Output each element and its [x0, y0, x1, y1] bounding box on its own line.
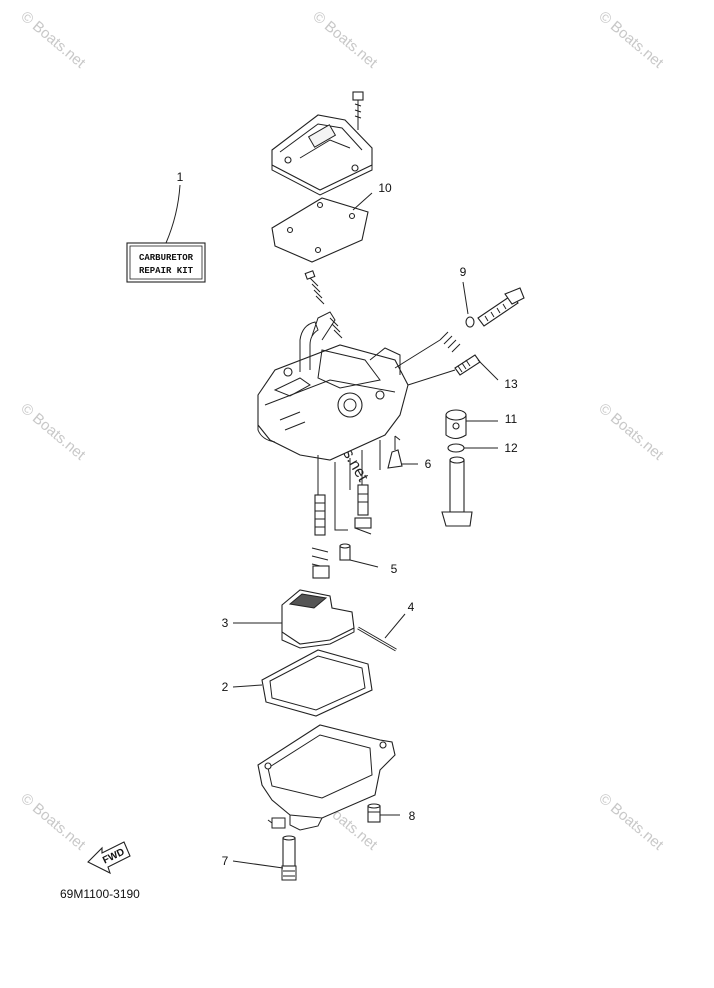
- top-cover: [271, 91, 373, 196]
- screw-5: [339, 543, 351, 561]
- callout-9[interactable]: 9: [460, 265, 469, 315]
- float-pin-4: [357, 626, 397, 652]
- watermark: © Boats.net: [595, 400, 667, 464]
- hose-fitting-13: [407, 354, 481, 386]
- callout-number: 3: [222, 616, 229, 630]
- needle-valve-6: [387, 435, 403, 469]
- callout-6[interactable]: 6: [402, 457, 432, 471]
- callout-number: 13: [504, 377, 518, 391]
- callout-4[interactable]: 4: [384, 600, 415, 639]
- callout-10[interactable]: 10: [352, 181, 392, 211]
- carburetor-repair-kit-box: CARBURETOR REPAIR KIT: [126, 242, 206, 283]
- plunger: [441, 456, 473, 527]
- gasket-10: [271, 197, 369, 263]
- callout-8[interactable]: 8: [380, 809, 416, 823]
- emulsion-tube: [311, 494, 330, 579]
- callout-number: 7: [222, 854, 229, 868]
- callout-7[interactable]: 7: [222, 854, 284, 869]
- callout-2[interactable]: 2: [222, 680, 263, 694]
- callout-number: 10: [378, 181, 392, 195]
- watermark: © Boats.net: [309, 8, 381, 72]
- kit-label-line2: REPAIR KIT: [139, 266, 194, 276]
- callout-number: 4: [408, 600, 415, 614]
- main-jet: [354, 484, 372, 535]
- callout-5[interactable]: 5: [349, 559, 398, 576]
- callout-number: 5: [391, 562, 398, 576]
- idle-screw-assembly: [394, 287, 525, 369]
- screw-8: [367, 803, 381, 823]
- watermark: © Boats.net: [17, 400, 89, 464]
- callout-number: 6: [425, 457, 432, 471]
- callout-3[interactable]: 3: [222, 616, 282, 630]
- watermark: © Boats.net: [595, 790, 667, 854]
- callout-12[interactable]: 12: [464, 441, 518, 455]
- cap-11: [445, 409, 467, 440]
- watermark: © Boats.net: [595, 8, 667, 72]
- carburetor-body: [257, 311, 409, 461]
- kit-label-line1: CARBURETOR: [139, 253, 194, 263]
- callout-11[interactable]: 11: [466, 412, 518, 426]
- watermark: © Boats.net: [17, 8, 89, 72]
- fwd-arrow-icon: FWD: [87, 841, 131, 875]
- callout-number: 11: [505, 412, 518, 426]
- callout-13[interactable]: 13: [477, 359, 518, 391]
- o-ring-12: [447, 443, 465, 453]
- callout-number: 12: [504, 441, 518, 455]
- jet-leader-lines: [317, 440, 381, 531]
- callout-number: 9: [460, 265, 467, 279]
- callout-number: 1: [177, 170, 184, 184]
- float-chamber: [257, 724, 396, 831]
- callout-1[interactable]: 1: [165, 170, 184, 244]
- float-3: [281, 589, 355, 649]
- watermark: © Boats.net: [17, 790, 89, 854]
- pilot-jet-spring: [304, 270, 343, 339]
- drawing-code: 69M1100-3190: [60, 887, 140, 901]
- callout-number: 8: [409, 809, 416, 823]
- float-chamber-gasket-2: [261, 649, 373, 717]
- callout-number: 2: [222, 680, 229, 694]
- drain-screw-7: [281, 835, 297, 881]
